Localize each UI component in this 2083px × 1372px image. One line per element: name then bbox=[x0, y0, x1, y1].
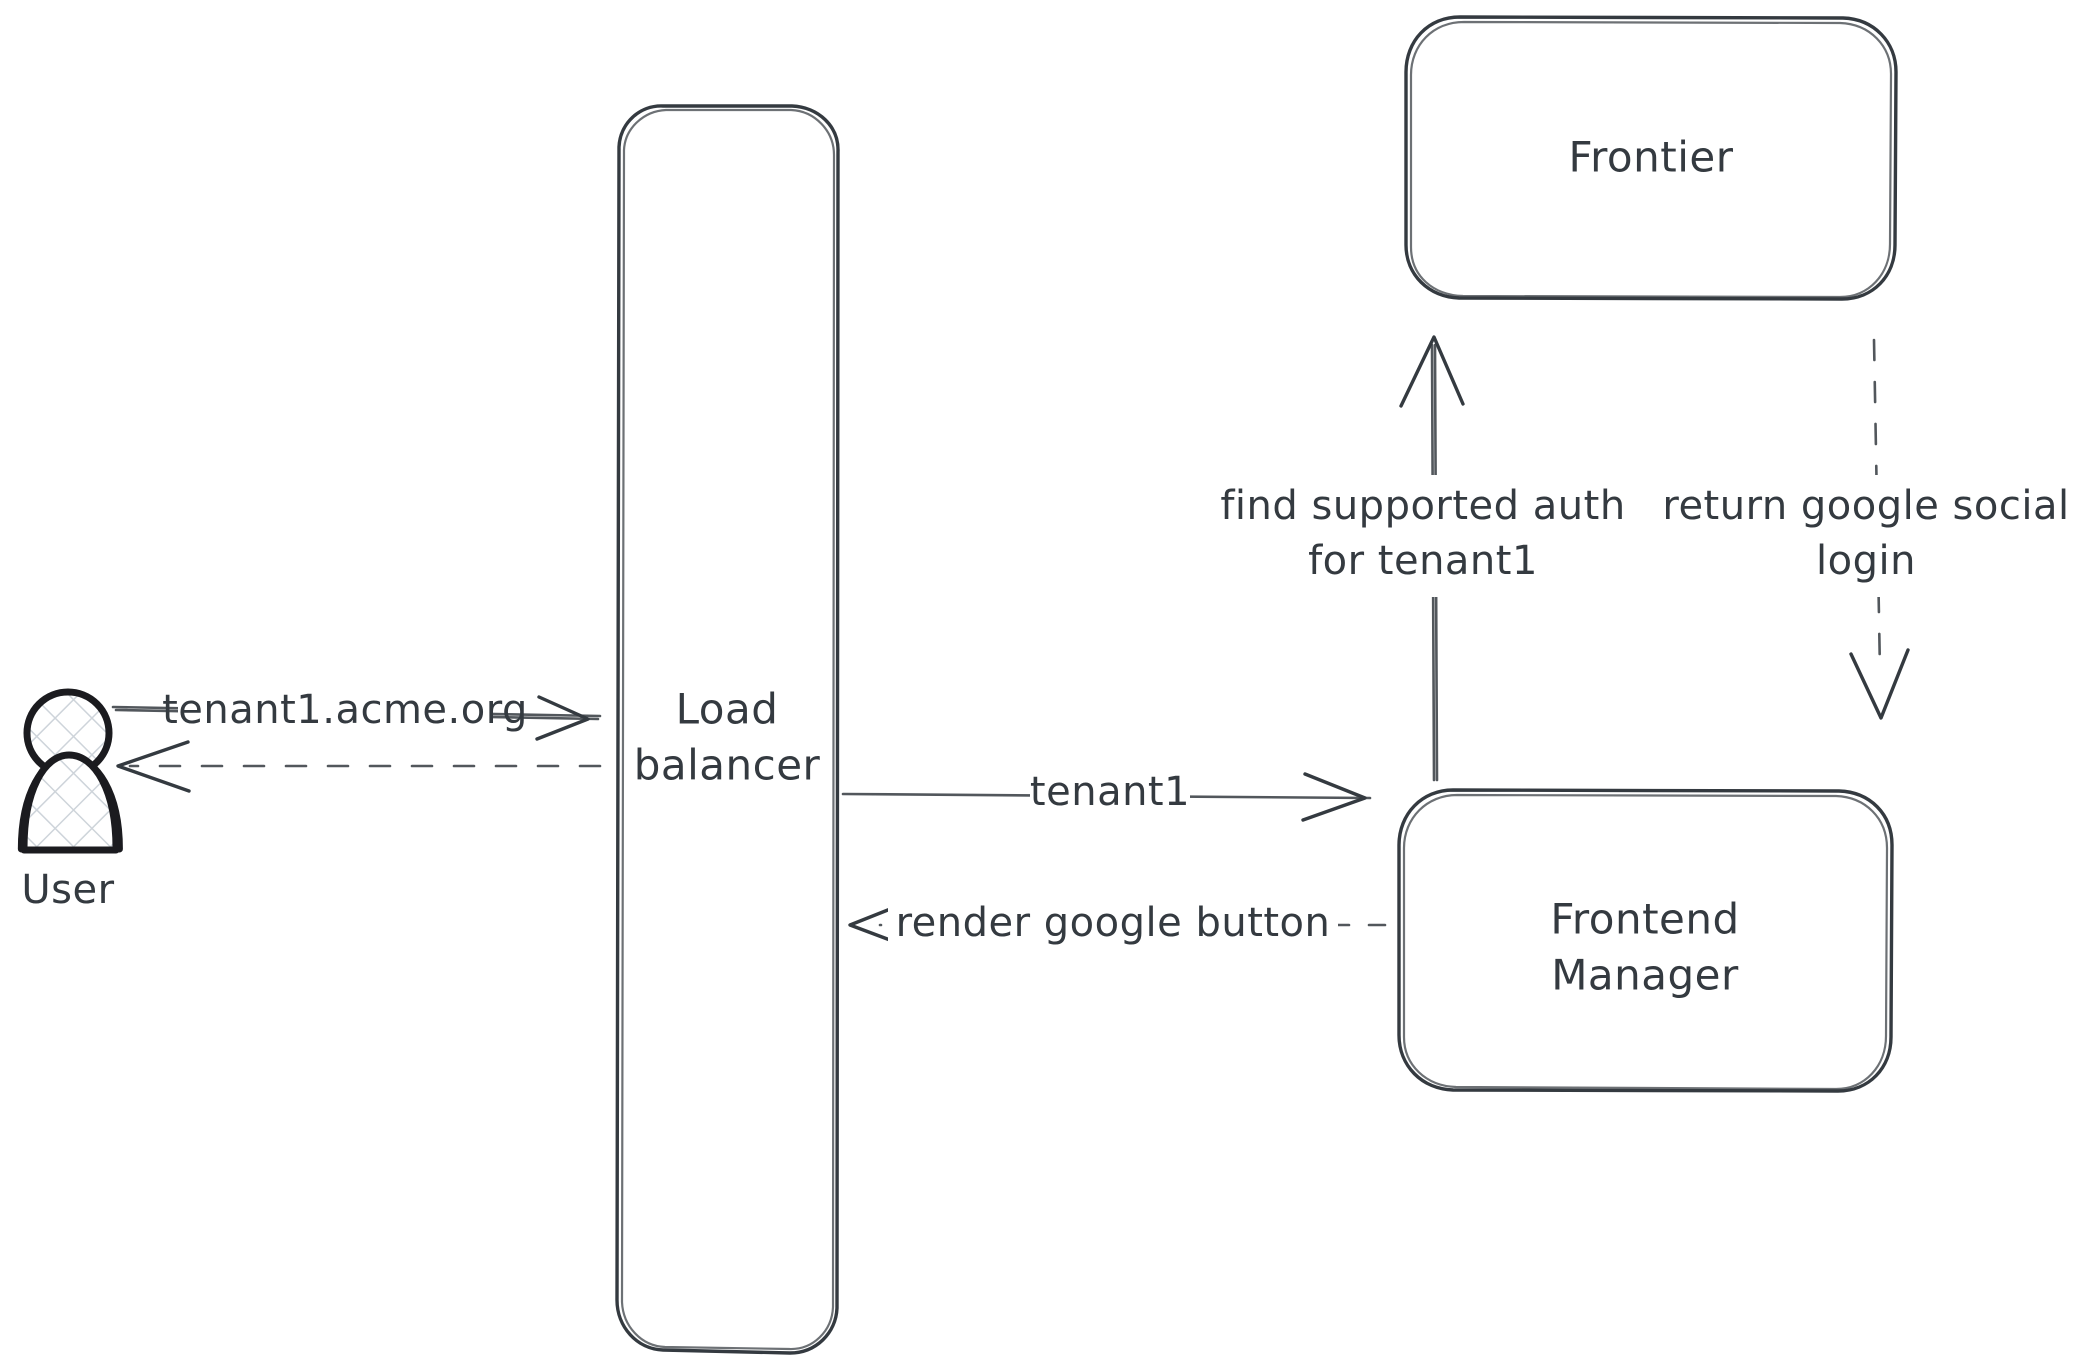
node-frontend-manager[interactable]: Frontend Manager bbox=[1397, 788, 1894, 1093]
edge-user-to-load-balancer[interactable]: tenant1.acme.org bbox=[111, 684, 602, 741]
node-label-load-balancer-line2: balancer bbox=[634, 741, 821, 790]
edge-label-user-to-load-balancer: tenant1.acme.org bbox=[162, 687, 528, 733]
edge-label-bg bbox=[1660, 475, 2080, 597]
edge-frontier-to-frontend-manager[interactable]: return google social login bbox=[1660, 338, 2080, 720]
edge-load-balancer-to-frontend-manager[interactable]: tenant1 bbox=[841, 768, 1372, 822]
edge-label-bg bbox=[888, 898, 1338, 954]
edge-label-bg bbox=[1218, 475, 1628, 597]
edge-label-frontier-to-frontend-manager-line1: return google social bbox=[1662, 483, 2069, 529]
node-label-load-balancer-line1: Load bbox=[676, 685, 779, 734]
node-label-frontend-manager-line1: Frontend bbox=[1550, 895, 1739, 944]
node-label-frontier: Frontier bbox=[1568, 133, 1733, 182]
edge-label-load-balancer-to-frontend-manager: tenant1 bbox=[1030, 769, 1190, 815]
edge-frontend-manager-to-load-balancer[interactable]: render google button bbox=[848, 898, 1387, 954]
edge-frontend-manager-to-frontier[interactable]: find supported auth for tenant1 bbox=[1218, 335, 1628, 782]
edge-label-frontend-manager-to-frontier-line2: for tenant1 bbox=[1308, 538, 1538, 584]
node-frontier[interactable]: Frontier bbox=[1404, 15, 1898, 301]
user-actor-icon: User bbox=[17, 688, 123, 913]
edge-label-bg bbox=[1030, 768, 1190, 822]
edge-label-frontier-to-frontend-manager-line2: login bbox=[1816, 538, 1916, 584]
actor-label-user: User bbox=[21, 867, 114, 913]
edge-label-frontend-manager-to-load-balancer: render google button bbox=[896, 900, 1331, 946]
node-label-frontend-manager-line2: Manager bbox=[1551, 951, 1739, 1000]
node-load-balancer[interactable]: Load balancer bbox=[615, 104, 840, 1355]
edge-label-frontend-manager-to-frontier-line1: find supported auth bbox=[1220, 483, 1625, 529]
edge-load-balancer-to-user[interactable] bbox=[116, 740, 602, 793]
edge-label-bg bbox=[178, 684, 492, 740]
